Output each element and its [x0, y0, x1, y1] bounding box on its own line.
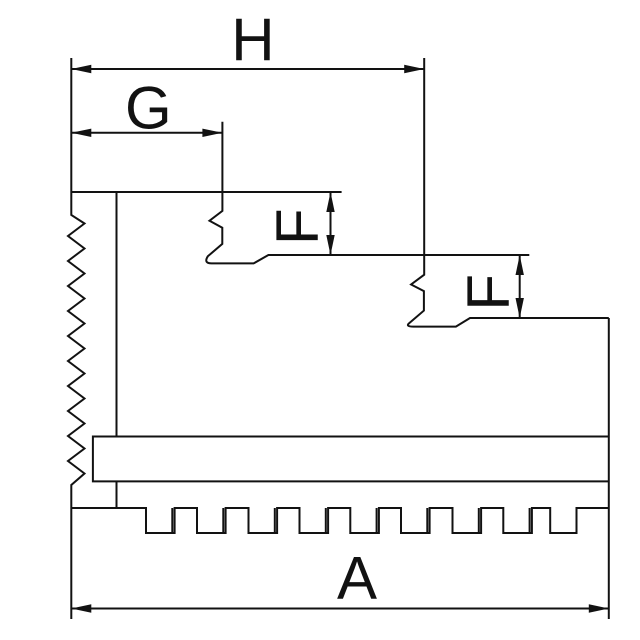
dimension-A-label: A: [337, 545, 377, 612]
dimension-H-label: H: [231, 6, 274, 73]
dimension-F1: F: [264, 192, 335, 255]
dimension-F1-label: F: [264, 208, 331, 245]
part-outline: [66, 58, 610, 619]
dimension-F2-arrowheads: [515, 255, 524, 318]
dimension-F1-arrowheads: [326, 192, 335, 255]
second-step-profile: [406, 58, 609, 328]
bottom-serrations: [71, 507, 609, 534]
dimension-F2-label: F: [455, 274, 522, 311]
serration-flank-detail-lines: [171, 508, 531, 533]
first-step-profile: [205, 121, 530, 265]
left-edge-serrated-face: [66, 58, 87, 619]
dimension-A: A: [71, 545, 609, 613]
dimension-G-label: G: [125, 75, 172, 142]
dimension-G: G: [71, 75, 223, 142]
dimension-H: H: [71, 6, 425, 73]
dimension-F2: F: [455, 255, 524, 318]
guide-band: [91, 435, 609, 483]
